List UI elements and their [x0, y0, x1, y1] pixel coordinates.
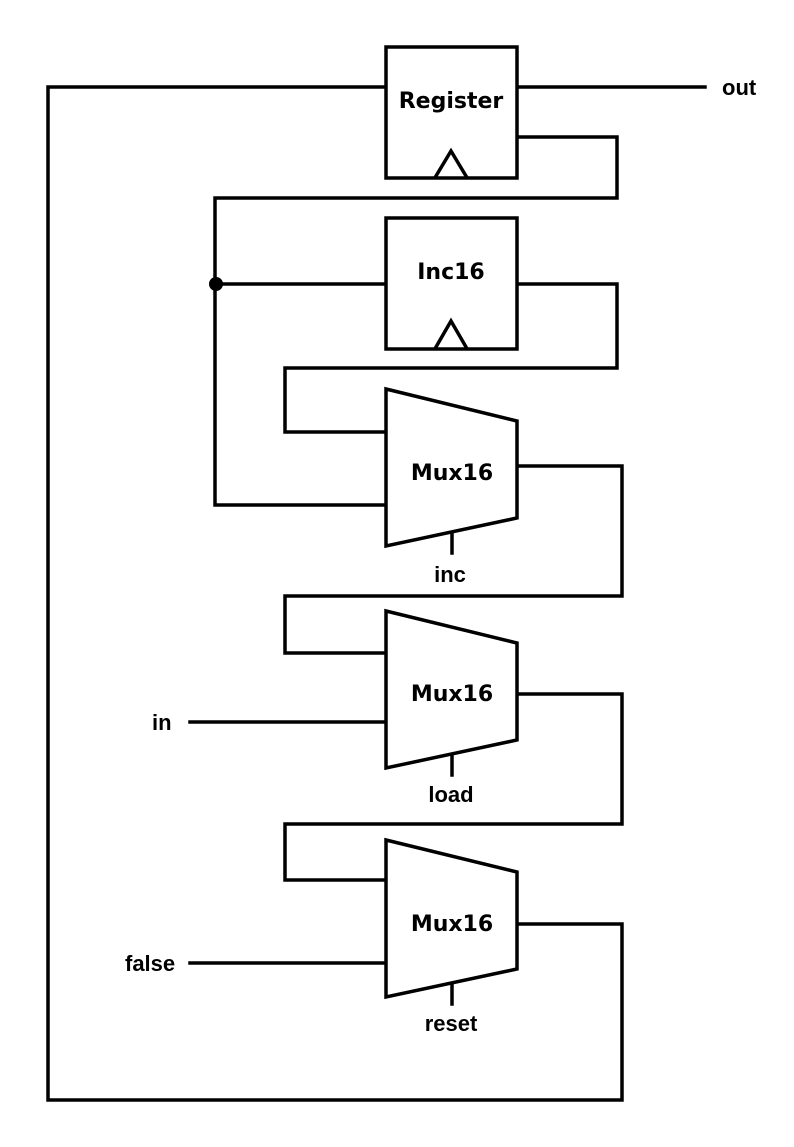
mux-reset-label: Mux16 [411, 912, 493, 937]
inc16-label: Inc16 [417, 260, 485, 285]
mux-inc-shape [384, 386, 519, 549]
false-label: false [125, 951, 175, 976]
reset-label: reset [425, 1011, 478, 1036]
register-clock-icon [433, 147, 469, 179]
inc16-box [384, 216, 519, 351]
mux-load-output-wire [283, 692, 624, 882]
mux-inc-output-wire [283, 464, 624, 655]
inc-label: inc [434, 562, 466, 587]
register-box [384, 45, 519, 180]
register-label: Register [399, 89, 504, 114]
in-label: in [152, 710, 172, 735]
feedback-loop-wire [46, 85, 624, 1102]
inc16-clock-icon [433, 317, 469, 350]
register-tap-wire [213, 135, 619, 507]
load-label: load [428, 782, 473, 807]
mux-load-label: Mux16 [411, 682, 493, 707]
mux-reset-chip: Mux16 [384, 837, 519, 1000]
out-label: out [722, 75, 757, 100]
wires [46, 85, 707, 1102]
junction-dot [209, 277, 223, 291]
mux-load-chip: Mux16 [384, 608, 519, 771]
mux-inc-label: Mux16 [411, 461, 493, 486]
register-chip: Register [384, 45, 519, 180]
mux-inc-chip: Mux16 [384, 386, 519, 549]
inc16-output-wire [283, 282, 619, 434]
pin-labels: out in false inc load reset [125, 75, 757, 1036]
mux-load-shape [384, 608, 519, 771]
inc16-chip: Inc16 [384, 216, 519, 351]
mux-reset-shape [384, 837, 519, 1000]
